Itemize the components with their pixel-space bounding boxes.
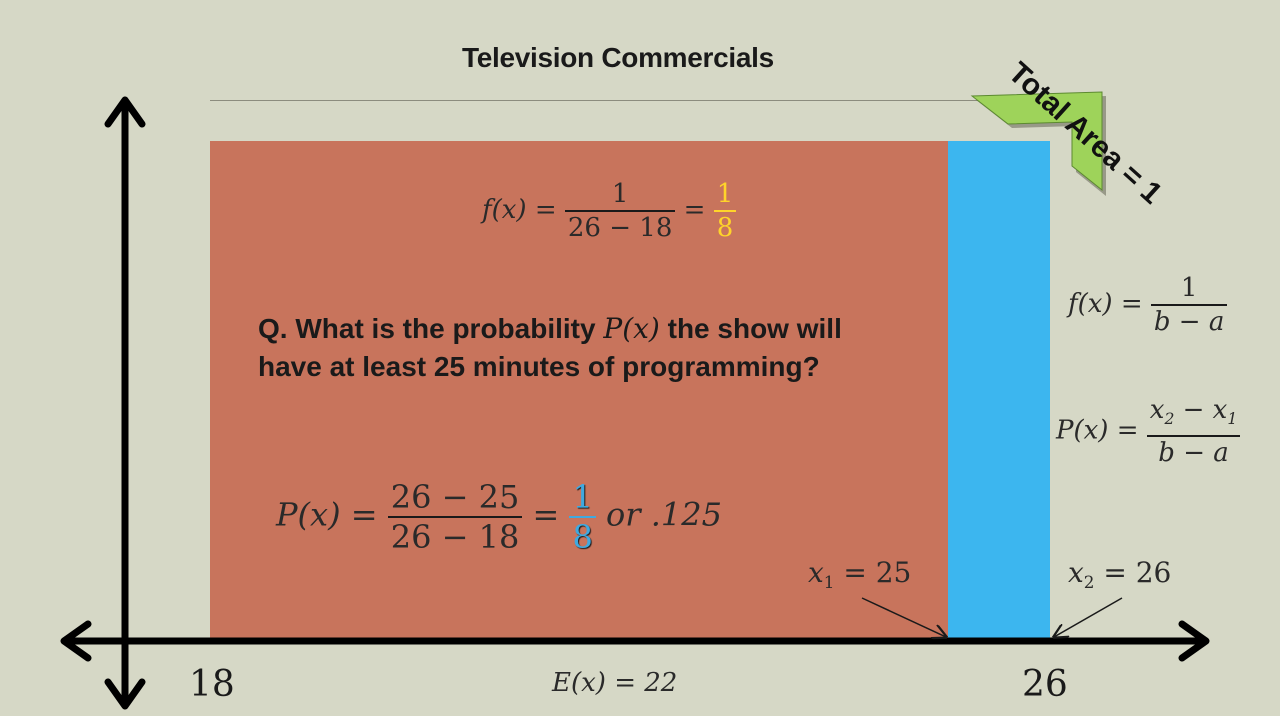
corner-bracket [970,91,1103,192]
x1-var: x [808,556,824,589]
fx-general-fraction: 1 b − a [1150,272,1228,338]
question-math: P(x) [603,312,660,345]
question-suffix: the show will have at least 25 minutes o… [258,313,842,382]
slide-title: Television Commercials [462,42,774,73]
uniform-distribution-region [210,141,948,641]
fx-lhs: f(x) = [482,195,557,225]
px-general-sub1: 1 [1227,410,1238,428]
axis-tick-label-26: 26 [1022,664,1068,705]
px-general-sub2: 2 [1164,410,1175,428]
fx-result-fraction: 1 8 [713,178,737,244]
fx-result-denominator: 8 [716,213,734,243]
px-lhs: P(x) = [276,495,378,534]
px-general-x2: x [1149,395,1165,425]
fx-equals: = [683,195,706,225]
question-prefix: Q. What is the probability [258,313,596,344]
density-formula-specific: f(x) = 1 26 − 18 = 1 8 [482,178,737,244]
x2-sub: 2 [1083,572,1095,592]
fx-denominator: 26 − 18 [567,213,673,243]
px-denominator: 26 − 18 [390,518,520,556]
px-general-numerator: x2 − x1 [1146,394,1241,437]
fx-general-numerator: 1 [1150,272,1228,306]
px-general-lhs: P(x) = [1056,415,1139,446]
top-guide-line [210,100,980,101]
px-general-minus-x1: − x [1174,395,1228,425]
x2-label: x2 = 26 [1068,556,1171,592]
x-axis-arrowhead-left [60,620,92,662]
density-formula-general: f(x) = 1 b − a [1068,272,1228,338]
y-axis-arrowhead-top [104,96,146,128]
question-text: Q. What is the probability P(x) the show… [258,310,858,386]
axis-tick-label-18: 18 [189,664,235,705]
fx-result-numerator: 1 [713,178,737,212]
probability-formula-general: P(x) = x2 − x1 b − a [1056,394,1241,469]
x-axis-arrowhead-right [1178,620,1210,662]
px-general-denominator: b − a [1158,438,1229,468]
fx-numerator: 1 [564,178,676,212]
fx-general-denominator: b − a [1153,307,1225,337]
px-result-numerator: 1 [569,478,596,518]
px-equals: = [532,495,560,534]
x1-value: = 25 [834,556,912,589]
px-general-fraction: x2 − x1 b − a [1146,394,1241,469]
probability-calculation: P(x) = 26 − 25 26 − 18 = 1 8 or .125 [276,478,722,556]
x2-pointer-arrow [1054,597,1123,637]
x1-label: x1 = 25 [808,556,911,592]
px-tail: or .125 [605,495,722,534]
x1-pointer-arrow [861,597,946,637]
x1-sub: 1 [823,572,835,592]
px-result-denominator: 8 [572,518,593,556]
px-numerator: 26 − 25 [387,478,523,518]
fx-fraction: 1 26 − 18 [564,178,676,244]
fx-general-lhs: f(x) = [1068,289,1143,319]
expected-value-label: E(x) = 22 [552,668,678,698]
y-axis-arrowhead-bottom [104,678,146,710]
x2-value: = 26 [1094,556,1172,589]
px-fraction: 26 − 25 26 − 18 [387,478,523,556]
probability-region-25-26 [948,141,1050,641]
x2-var: x [1068,556,1084,589]
px-result-fraction: 1 8 [569,478,596,556]
